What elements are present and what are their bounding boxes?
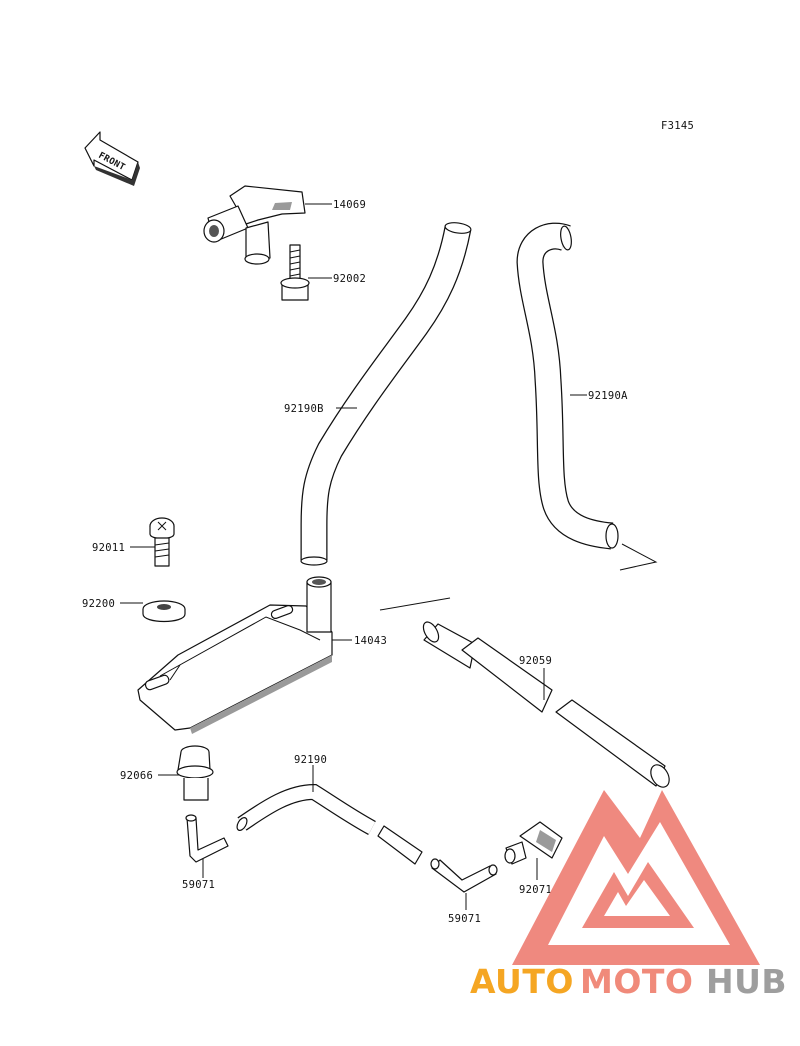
- label-59071-left: 59071: [182, 879, 215, 891]
- label-92066: 92066: [120, 770, 153, 782]
- part-14069: [203, 185, 306, 265]
- automotohub-logo: [512, 790, 760, 965]
- label-92059: 92059: [519, 655, 552, 667]
- label-92190A: 92190A: [588, 390, 628, 402]
- front-arrow-icon: FRONT: [84, 131, 140, 186]
- label-92190B: 92190B: [284, 403, 324, 415]
- label-14043: 14043: [354, 635, 387, 647]
- label-92002: 92002: [333, 273, 366, 285]
- label-92200: 92200: [82, 598, 115, 610]
- part-92066: [176, 745, 214, 801]
- wordmark-auto: AUTO: [470, 962, 574, 1001]
- part-59071-left: [185, 814, 229, 863]
- diagram-code: F3145: [661, 120, 694, 132]
- label-59071-right: 59071: [448, 913, 481, 925]
- hose-92190B: [300, 222, 472, 566]
- label-92011: 92011: [92, 542, 125, 554]
- part-92071: [504, 821, 563, 865]
- part-92002: [280, 244, 310, 301]
- part-14043: [137, 576, 333, 734]
- automotohub-wordmark: AUTO MOTO HUB: [470, 962, 787, 1001]
- wordmark-hub: HUB: [706, 962, 787, 1001]
- part-92200: [142, 600, 186, 623]
- wordmark-moto: MOTO: [580, 962, 693, 1001]
- label-14069: 14069: [333, 199, 366, 211]
- hose-92190: [236, 783, 423, 865]
- label-92190: 92190: [294, 754, 327, 766]
- part-92011: [149, 517, 175, 567]
- hose-92190A: [516, 222, 619, 550]
- part-59071-right: [430, 858, 498, 893]
- hose-92059: [422, 621, 670, 788]
- label-92071: 92071: [519, 884, 552, 896]
